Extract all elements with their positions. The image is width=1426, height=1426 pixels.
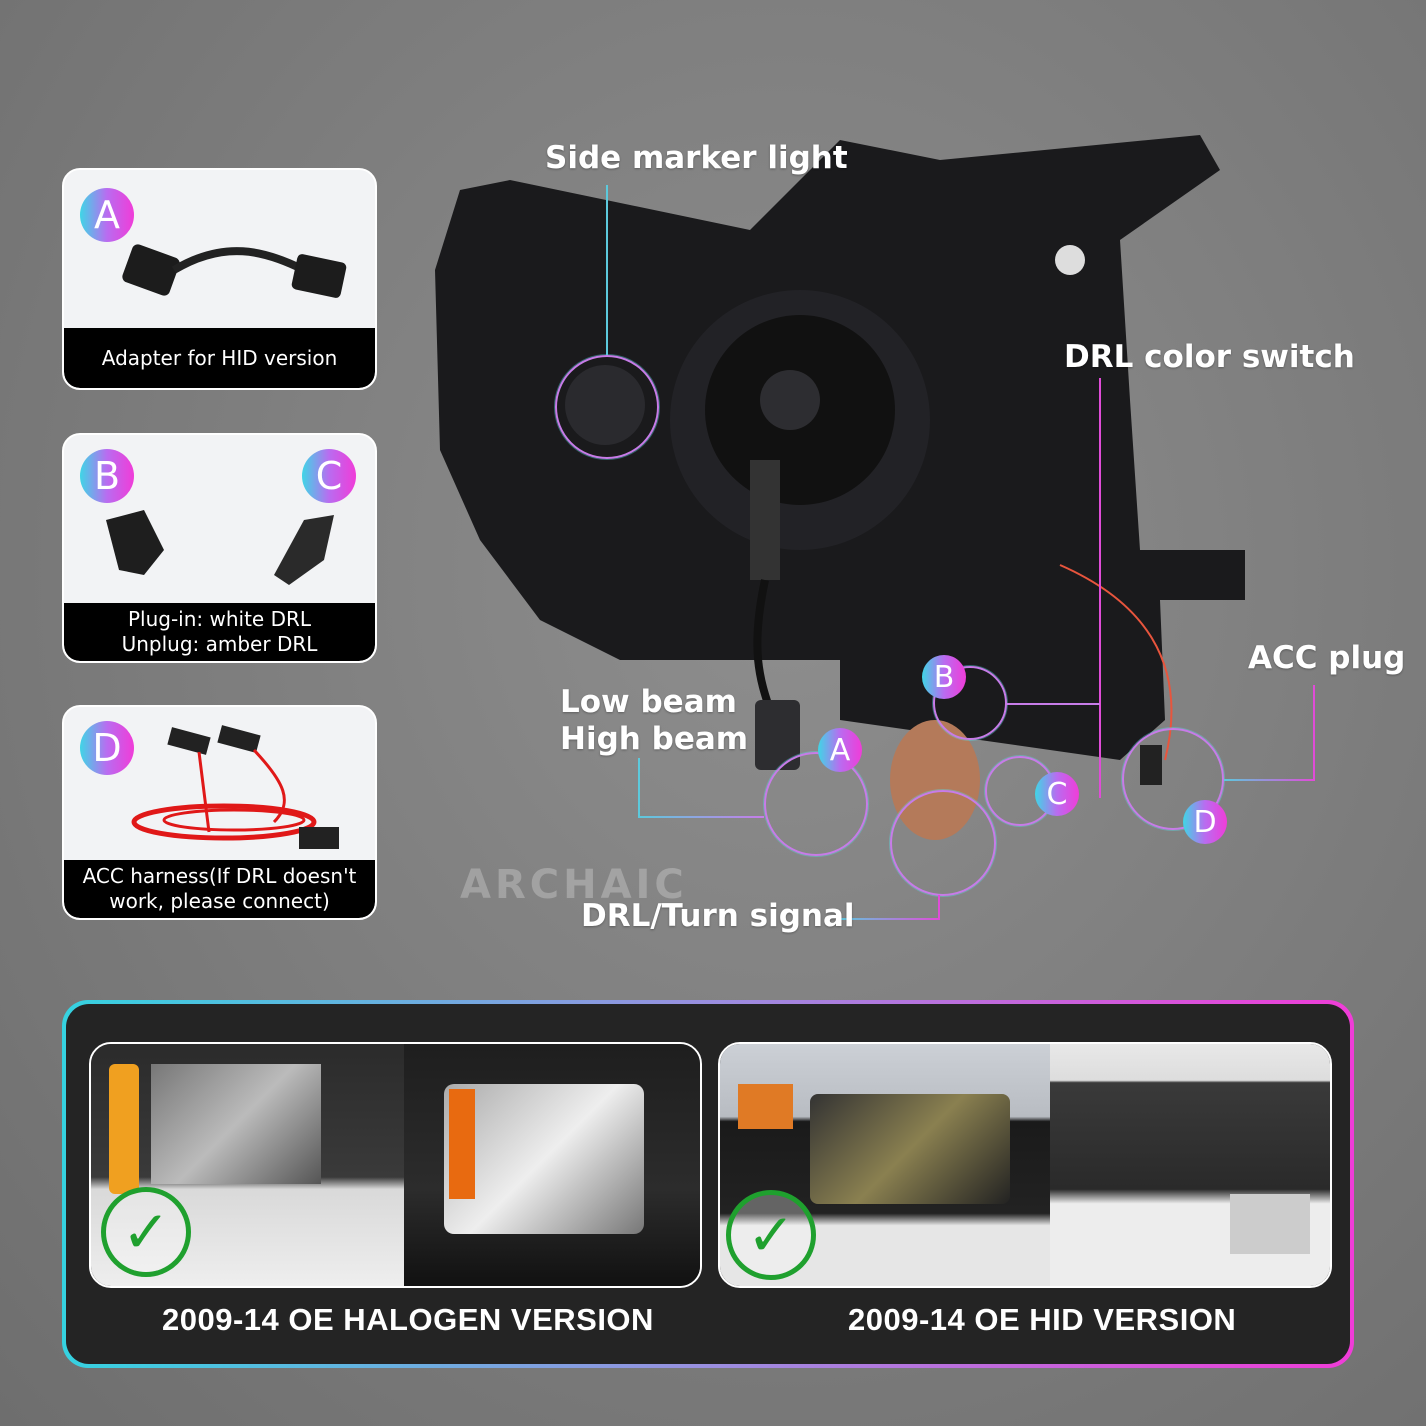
leader-line	[938, 895, 940, 919]
label-drl-turn-signal: DRL/Turn signal	[581, 898, 855, 934]
label-high-beam: High beam	[560, 721, 749, 757]
card-caption: Plug-in: white DRL Unplug: amber DRL	[64, 603, 375, 661]
hid-version-label: 2009-14 OE HID VERSION	[848, 1302, 1237, 1337]
card-caption: Adapter for HID version	[64, 328, 375, 388]
card-caption: ACC harness(If DRL doesn't work, please …	[64, 860, 375, 918]
marker-c: C	[1035, 772, 1079, 816]
watermark-logo: ARCHAIC	[460, 862, 688, 908]
leader-line	[1313, 685, 1315, 781]
leader-line	[638, 758, 640, 818]
ring-a	[764, 752, 868, 856]
caption-line: Plug-in: white DRL	[127, 607, 312, 631]
label-side-marker: Side marker light	[545, 140, 848, 176]
leader-line	[606, 185, 608, 355]
leader-line	[638, 816, 764, 818]
halogen-version-label: 2009-14 OE HALOGEN VERSION	[162, 1302, 654, 1337]
check-icon-hid: ✓	[726, 1190, 816, 1280]
caption-line: Adapter for HID version	[101, 345, 338, 370]
halogen-photo	[89, 1042, 702, 1288]
leader-line	[1005, 703, 1100, 705]
leader-line	[1224, 779, 1314, 781]
marker-a: A	[818, 728, 862, 772]
leader-line	[838, 918, 940, 920]
adapter-image	[122, 244, 347, 298]
label-low-beam: Low beam	[560, 684, 737, 720]
badge-d: D	[80, 721, 134, 775]
check-icon-halogen: ✓	[101, 1187, 191, 1277]
marker-b: B	[922, 655, 966, 699]
harness-image	[131, 725, 339, 849]
card-adapter-hid: A Adapter for HID version	[62, 168, 377, 390]
badge-c: C	[302, 449, 356, 503]
label-drl-color-switch: DRL color switch	[1064, 339, 1355, 375]
badge-a: A	[80, 188, 134, 242]
ring-d	[1122, 728, 1224, 830]
label-acc-plug: ACC plug	[1248, 640, 1406, 676]
ring-drl-turn	[890, 790, 996, 896]
marker-d: D	[1183, 800, 1227, 844]
card-acc-harness: D ACC harness(If DRL doesn't work, pleas…	[62, 705, 377, 920]
caption-line: Unplug: amber DRL	[121, 632, 318, 656]
leader-line	[1099, 378, 1101, 798]
caption-line: work, please connect)	[109, 889, 330, 913]
switch-plugs-image	[106, 510, 334, 585]
badge-b: B	[80, 449, 134, 503]
card-drl-switch: B C Plug-in: white DRL Unplug: amber DRL	[62, 433, 377, 663]
caption-line: ACC harness(If DRL doesn't	[82, 864, 357, 888]
ring-side-marker	[555, 355, 659, 459]
